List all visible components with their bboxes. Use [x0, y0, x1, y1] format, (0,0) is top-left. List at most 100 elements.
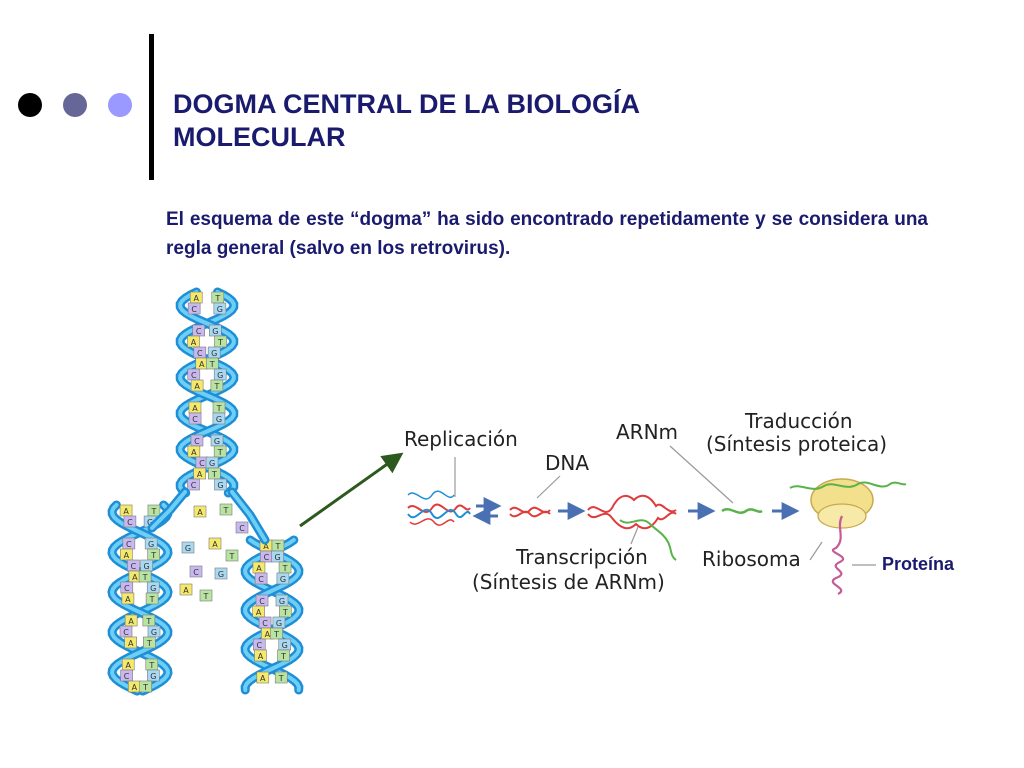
base-letter: G — [217, 305, 223, 314]
base-letter: A — [197, 470, 203, 479]
base-letter: G — [148, 540, 154, 549]
base-pair-block — [254, 649, 267, 662]
base-letter: C — [191, 481, 197, 490]
intro-text: El esquema de este “dogma” ha sido encon… — [166, 209, 928, 259]
base-letter: G — [147, 518, 153, 527]
slide-title: DOGMA CENTRAL DE LA BIOLOGÍA MOLECULAR — [173, 88, 813, 154]
base-letter: G — [282, 641, 288, 650]
base-pair-block — [181, 541, 195, 554]
base-letter: A — [265, 630, 271, 639]
mrna-strand-icon — [721, 508, 763, 514]
base-letter: G — [217, 371, 223, 380]
base-letter: A — [124, 551, 130, 560]
base-pair-block — [279, 605, 292, 618]
base-pair-block — [187, 335, 200, 348]
bullet-dot-1 — [18, 93, 42, 117]
base-letter: A — [128, 639, 134, 648]
base-letter: C — [262, 619, 268, 628]
base-letter: T — [211, 470, 217, 479]
base-pair-block — [277, 649, 290, 662]
title-bullets — [18, 93, 133, 119]
label-transcripcion: Transcripción — [515, 545, 648, 569]
base-letter: C — [196, 327, 202, 336]
base-letter: G — [212, 327, 218, 336]
base-letter: C — [239, 524, 245, 533]
replication-dna-pair — [407, 490, 471, 526]
base-letter: G — [211, 349, 217, 358]
base-letter: G — [280, 575, 286, 584]
dna-strand-icon — [509, 506, 551, 518]
base-pair-block — [212, 412, 226, 425]
transcription-bubble — [587, 494, 677, 561]
base-pair-block — [205, 357, 219, 370]
base-letter: A — [128, 617, 134, 626]
base-letter: T — [148, 661, 154, 670]
base-letter: G — [185, 544, 191, 553]
base-letter: T — [278, 674, 284, 683]
base-letter: T — [229, 552, 235, 561]
base-letter: T — [216, 404, 222, 413]
base-letter: A — [199, 360, 205, 369]
label-arnm: ARNm — [616, 420, 678, 444]
base-letter: C — [194, 437, 200, 446]
base-letter: T — [142, 683, 148, 692]
base-letter: C — [256, 641, 262, 650]
base-letter: T — [217, 338, 223, 347]
base-pair-block — [187, 478, 200, 491]
base-letter: A — [193, 294, 199, 303]
ribosome-icon — [789, 478, 907, 529]
base-pair-block — [271, 550, 284, 563]
base-letter: A — [256, 608, 262, 617]
base-letter: T — [149, 595, 155, 604]
base-letter: T — [214, 294, 220, 303]
helix-strand — [243, 538, 301, 692]
base-pair-block — [256, 671, 270, 684]
helix-strand — [150, 490, 187, 530]
base-letter: C — [191, 305, 197, 314]
base-pair-block — [123, 515, 137, 528]
base-pair-block — [270, 627, 283, 640]
base-letter: C — [123, 628, 129, 637]
base-letter: C — [258, 575, 264, 584]
base-letter: C — [199, 459, 205, 468]
helix-strand — [243, 538, 301, 692]
base-pair-block — [193, 505, 207, 518]
base-pair-block — [276, 572, 290, 585]
bullet-dot-3 — [108, 93, 132, 117]
base-letter: G — [144, 562, 150, 571]
base-letter: C — [126, 540, 132, 549]
base-letter: T — [217, 448, 223, 457]
base-letter: T — [150, 507, 156, 516]
base-letter: T — [213, 382, 219, 391]
base-letter: C — [127, 518, 133, 527]
base-letter: T — [145, 617, 151, 626]
base-pair-block — [124, 636, 137, 649]
base-pair-block — [254, 572, 268, 585]
base-letter: T — [142, 573, 148, 582]
base-letter: A — [258, 652, 264, 661]
base-pair-block — [147, 548, 160, 561]
base-pair-block — [213, 302, 227, 315]
base-letter: T — [146, 639, 152, 648]
helix-strand — [230, 490, 267, 542]
base-letter: C — [124, 672, 130, 681]
title-divider — [149, 34, 154, 180]
base-pair-block — [121, 592, 135, 605]
leader-lines — [454, 445, 876, 566]
label-sintesis-proteica: (Síntesis proteica) — [706, 432, 887, 456]
base-letter: T — [282, 564, 288, 573]
base-letter: G — [218, 570, 224, 579]
base-letter: G — [214, 437, 220, 446]
base-pair-block — [120, 669, 133, 682]
base-letter: G — [150, 584, 156, 593]
base-letter: G — [279, 597, 285, 606]
base-letter: A — [260, 674, 266, 683]
base-pair-block — [187, 302, 201, 315]
slide-title-line-1: DOGMA CENTRAL DE LA BIOLOGÍA — [173, 89, 640, 119]
base-pair-block — [187, 445, 201, 458]
base-pair-block — [252, 605, 265, 618]
base-letter: C — [124, 584, 130, 593]
base-pair-block — [190, 379, 204, 392]
base-letter: A — [183, 586, 189, 595]
